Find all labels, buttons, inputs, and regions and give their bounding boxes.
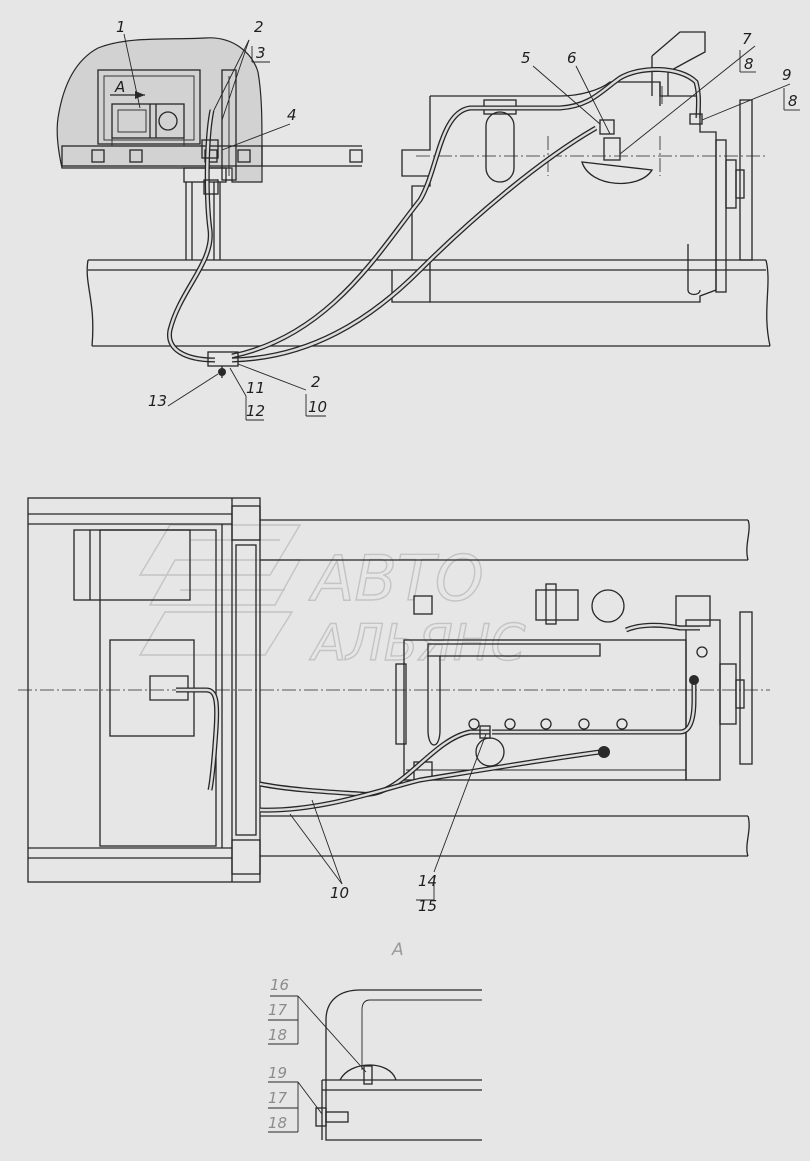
callout-18-a: 18 <box>268 1026 287 1044</box>
compressor-box <box>97 69 201 145</box>
cross-member <box>61 145 263 167</box>
callout-9: 9 <box>782 66 792 84</box>
callout-10-plan: 10 <box>330 884 349 902</box>
callout-12: 12 <box>246 402 265 420</box>
cab-cutaway <box>56 37 263 183</box>
view-a-label: А <box>391 940 404 960</box>
callout-14: 14 <box>418 872 437 890</box>
callout-8-right: 8 <box>788 92 798 110</box>
plan-view: АВТО АЛЬЯНС <box>18 497 770 915</box>
callout-7: 7 <box>742 30 752 48</box>
callout-16: 16 <box>270 976 289 994</box>
callout-6: 6 <box>567 49 577 67</box>
frame-rail-side <box>86 259 771 347</box>
callout-10-top: 10 <box>308 398 327 416</box>
callout-13: 13 <box>148 392 167 410</box>
side-view: А <box>56 18 800 421</box>
watermark-line2: АЛЬЯНС <box>309 614 525 672</box>
engine-side <box>391 31 753 303</box>
callout-4: 4 <box>287 106 297 124</box>
frame-rails-plan <box>260 519 750 857</box>
view-arrow-label: А <box>114 78 125 96</box>
callout-17-b: 17 <box>268 1089 288 1107</box>
callout-1: 1 <box>116 18 126 36</box>
fitting-bottom <box>207 351 239 378</box>
callout-2-top: 2 <box>254 18 264 36</box>
hose-lines-plan <box>176 622 700 813</box>
callout-3: 3 <box>256 44 266 62</box>
callout-5: 5 <box>521 49 531 67</box>
callout-19: 19 <box>268 1064 287 1082</box>
callout-15: 15 <box>418 897 437 915</box>
callout-11: 11 <box>246 379 265 397</box>
detail-view-a: А 16 17 18 19 17 18 <box>268 940 482 1141</box>
callout-18-b: 18 <box>268 1114 287 1132</box>
callout-2-bottom: 2 <box>311 373 321 391</box>
callout-17-a: 17 <box>268 1001 288 1019</box>
callout-8-top: 8 <box>744 55 754 73</box>
watermark-line1: АВТО <box>308 542 484 615</box>
watermark: АВТО АЛЬЯНС <box>138 524 526 673</box>
hose-lines-side <box>167 67 701 363</box>
